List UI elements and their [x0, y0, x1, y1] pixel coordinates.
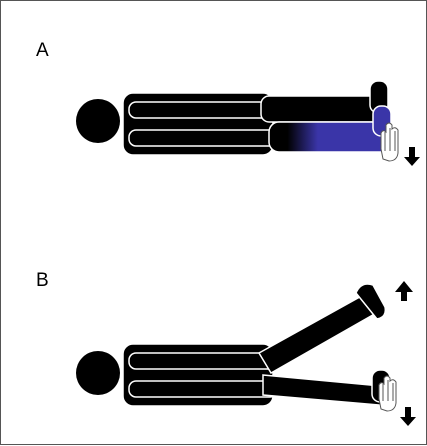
panel-b-figure: [76, 281, 416, 426]
panel-a-figure: [76, 80, 420, 166]
head: [76, 99, 120, 143]
arrow-down-icon: [400, 407, 416, 426]
panel-label-b: B: [36, 270, 49, 291]
arm-lower: [128, 380, 278, 398]
arm-upper: [128, 352, 278, 370]
head: [76, 351, 120, 395]
hand-icon: [378, 375, 397, 412]
arrow-up-icon: [395, 281, 413, 301]
raised-leg: [257, 283, 387, 375]
ground-leg: [262, 369, 391, 406]
leg-upper: [260, 95, 386, 123]
hand-icon: [380, 122, 399, 162]
arrow-down-icon: [404, 147, 420, 166]
panel-label-a: A: [36, 40, 49, 61]
